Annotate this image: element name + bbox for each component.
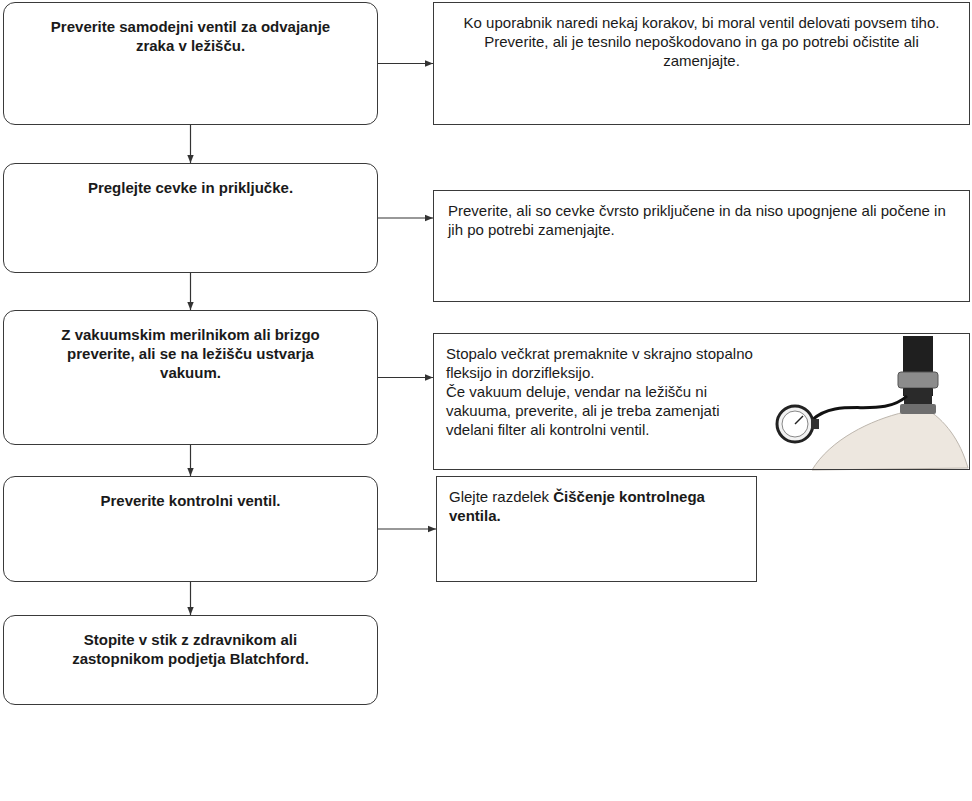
node-text: Stopite v stik z zdravnikom ali zastopni… bbox=[38, 630, 343, 668]
step-box: Z vakuumskim merilnikom ali brizgo preve… bbox=[3, 310, 378, 445]
flow-arrow bbox=[190, 273, 191, 310]
note-box: Ko uporabnik naredi nekaj korakov, bi mo… bbox=[433, 2, 970, 125]
flow-arrow bbox=[378, 217, 433, 218]
node-text: Če vakuum deluje, vendar na ležišču ni v… bbox=[446, 382, 764, 439]
node-text: Preverite, ali so cevke čvrsto priključe… bbox=[448, 201, 957, 239]
step-box: Preverite samodejni ventil za odvajanje … bbox=[3, 2, 378, 125]
step-box: Preverite kontrolni ventil. bbox=[3, 476, 378, 582]
note-box: Stopalo večkrat premaknite v skrajno sto… bbox=[433, 333, 970, 470]
flow-arrow bbox=[190, 125, 191, 163]
node-text: Ko uporabnik naredi nekaj korakov, bi mo… bbox=[446, 13, 957, 70]
prosthesis-photo bbox=[777, 336, 968, 470]
flow-arrow bbox=[190, 445, 191, 476]
flow-arrow bbox=[378, 528, 436, 529]
note-box: Glejte razdelekČiščenje kontrolnega vent… bbox=[436, 476, 757, 582]
node-text: Preverite samodejni ventil za odvajanje … bbox=[38, 17, 343, 55]
flow-arrow bbox=[378, 377, 433, 378]
node-text: Stopalo večkrat premaknite v skrajno sto… bbox=[446, 344, 764, 382]
step-box: Stopite v stik z zdravnikom ali zastopni… bbox=[3, 615, 378, 705]
flow-arrow bbox=[378, 63, 433, 64]
node-text: Preglejte cevke in priključke. bbox=[38, 178, 343, 197]
step-box: Preglejte cevke in priključke. bbox=[3, 163, 378, 273]
note-box: Preverite, ali so cevke čvrsto priključe… bbox=[433, 190, 970, 302]
node-text: Glejte razdelek bbox=[449, 488, 549, 505]
node-text: Z vakuumskim merilnikom ali brizgo preve… bbox=[38, 325, 343, 382]
node-text: Preverite kontrolni ventil. bbox=[38, 491, 343, 510]
flow-arrow bbox=[190, 582, 191, 615]
